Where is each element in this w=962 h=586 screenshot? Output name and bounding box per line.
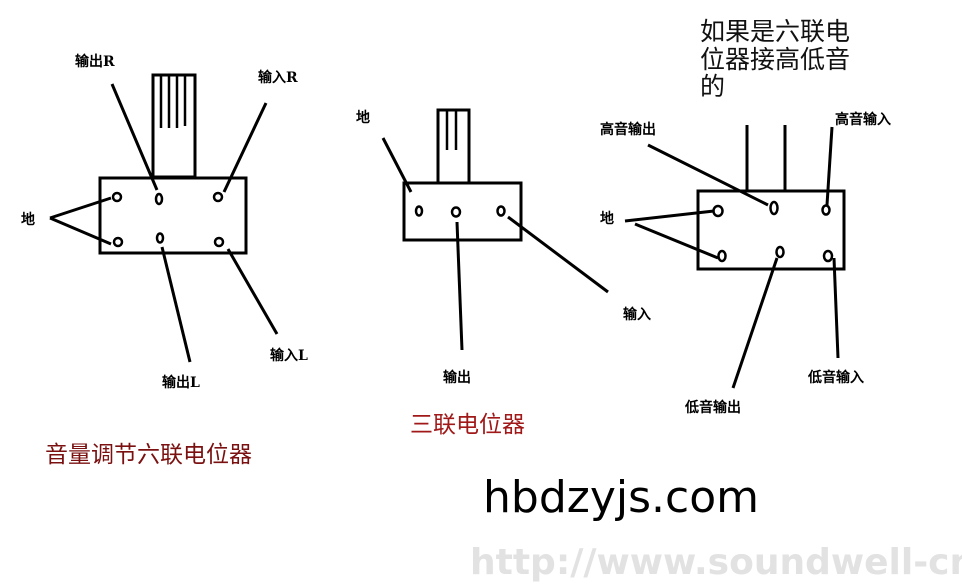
shaft <box>745 125 787 191</box>
label-out-r: 输出R <box>75 53 115 70</box>
six-gang-potentiometer: 输出R 输入R 地 输出L 输入L 音量调节六联电位器 <box>21 53 308 468</box>
caption-six-gang: 音量调节六联电位器 <box>45 442 252 468</box>
label-ground: 地 <box>356 109 370 126</box>
label-output: 输出 <box>443 369 471 386</box>
label-input: 输入 <box>623 306 651 323</box>
pins <box>414 205 506 218</box>
leader-lines <box>49 83 279 363</box>
leader-lines <box>624 126 840 389</box>
caption-three-gang: 三联电位器 <box>410 412 525 438</box>
label-treble-in: 高音输入 <box>835 111 891 128</box>
body <box>696 189 846 271</box>
label-ground: 地 <box>21 211 35 228</box>
shaft-grooves <box>159 75 187 128</box>
shaft <box>436 108 471 185</box>
pins <box>111 191 225 248</box>
label-treble-out: 高音输出 <box>600 121 656 138</box>
note-line-1: 如果是六联电 <box>700 17 850 46</box>
three-gang-potentiometer: 地 输出 输入 三联电位器 <box>356 108 651 438</box>
shaft-grooves <box>445 110 458 150</box>
watermark-secondary: http://www.soundwell-cn.com <box>470 542 962 583</box>
label-in-l: 输入L <box>270 347 308 364</box>
pins <box>712 200 834 263</box>
label-in-r: 输入R <box>258 69 298 86</box>
watermark-primary: hbdzyjs.com <box>483 472 759 523</box>
note-line-2: 位器接高低音 <box>700 45 850 74</box>
shaft <box>151 73 197 179</box>
label-bass-out: 低音输出 <box>684 399 741 416</box>
body <box>402 181 523 242</box>
treble-bass-potentiometer: 如果是六联电 位器接高低音 的 高音输出 高音输入 地 低音输出 低音输入 <box>600 17 891 416</box>
leader-lines <box>381 137 609 351</box>
label-out-l: 输出L <box>162 374 200 391</box>
label-bass-in: 低音输入 <box>807 369 864 386</box>
note-line-3: 的 <box>700 72 725 101</box>
label-ground: 地 <box>600 210 614 227</box>
body <box>98 176 248 255</box>
